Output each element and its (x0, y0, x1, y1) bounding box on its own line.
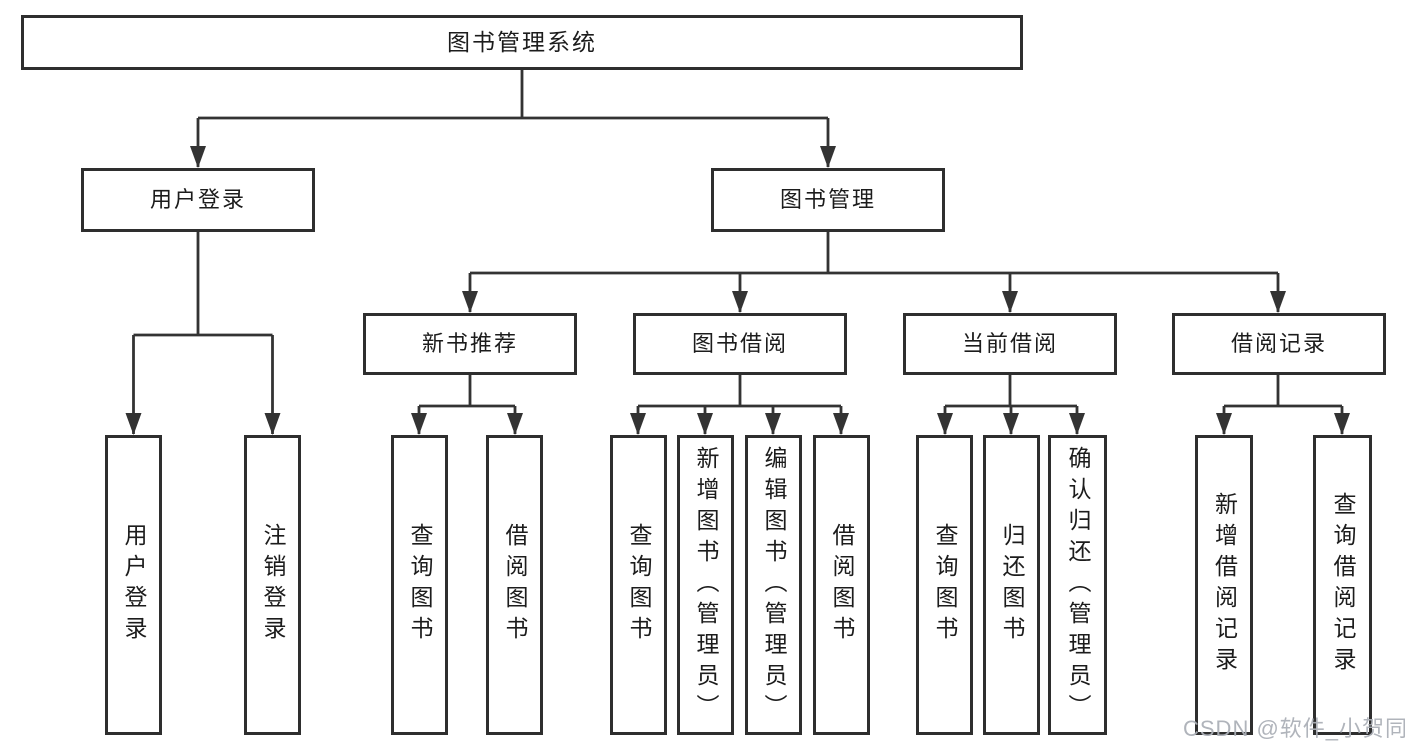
leaf-query-book-recommend-label: 查询图书 (407, 523, 433, 647)
node-user-login-label: 用户登录 (149, 187, 246, 212)
leaf-logout-label: 注销登录 (260, 523, 286, 647)
leaf-user-login: 用户登录 (105, 435, 162, 735)
node-current-borrow-label: 当前借阅 (961, 331, 1058, 356)
leaf-borrow-book-recommend-label: 借阅图书 (502, 523, 528, 647)
leaf-add-borrow-record: 新增借阅记录 (1195, 435, 1253, 735)
leaf-user-login-label: 用户登录 (121, 523, 147, 647)
leaf-confirm-return-admin: 确认归还（管理员） (1048, 435, 1107, 735)
node-book-borrow: 图书借阅 (633, 313, 847, 375)
node-book-borrow-label: 图书借阅 (691, 331, 788, 356)
leaf-add-book-admin-label: 新增图书（管理员） (693, 445, 719, 725)
leaf-confirm-return-admin-label: 确认归还（管理员） (1065, 445, 1091, 725)
node-root: 图书管理系统 (21, 15, 1023, 70)
node-borrow-records: 借阅记录 (1172, 313, 1386, 375)
node-book-management: 图书管理 (711, 168, 945, 232)
leaf-query-book-borrow-label: 查询图书 (626, 523, 652, 647)
node-new-book-recommend-label: 新书推荐 (421, 331, 518, 356)
leaf-add-borrow-record-label: 新增借阅记录 (1211, 492, 1238, 678)
leaf-borrow-book-label: 借阅图书 (829, 523, 855, 647)
leaf-borrow-book-recommend: 借阅图书 (486, 435, 543, 735)
leaf-query-borrow-record-label: 查询借阅记录 (1330, 492, 1356, 678)
leaf-logout: 注销登录 (244, 435, 301, 735)
leaf-query-book-current-label: 查询图书 (932, 523, 958, 647)
leaf-query-book-current: 查询图书 (916, 435, 973, 735)
leaf-edit-book-admin-label: 编辑图书（管理员） (761, 445, 787, 725)
node-user-login: 用户登录 (81, 168, 315, 232)
leaf-edit-book-admin: 编辑图书（管理员） (745, 435, 802, 735)
leaf-add-book-admin: 新增图书（管理员） (677, 435, 734, 735)
leaf-return-book-label: 归还图书 (999, 523, 1025, 647)
node-borrow-records-label: 借阅记录 (1230, 331, 1327, 356)
leaf-return-book: 归还图书 (983, 435, 1040, 735)
node-current-borrow: 当前借阅 (903, 313, 1117, 375)
node-new-book-recommend: 新书推荐 (363, 313, 577, 375)
csdn-watermark: CSDN @软件_小贺同学 (1183, 716, 1405, 741)
leaf-query-book-borrow: 查询图书 (610, 435, 667, 735)
leaf-query-book-recommend: 查询图书 (391, 435, 448, 735)
leaf-borrow-book: 借阅图书 (813, 435, 870, 735)
node-root-label: 图书管理系统 (447, 29, 597, 55)
node-book-management-label: 图书管理 (779, 187, 876, 212)
leaf-query-borrow-record: 查询借阅记录 (1313, 435, 1372, 735)
